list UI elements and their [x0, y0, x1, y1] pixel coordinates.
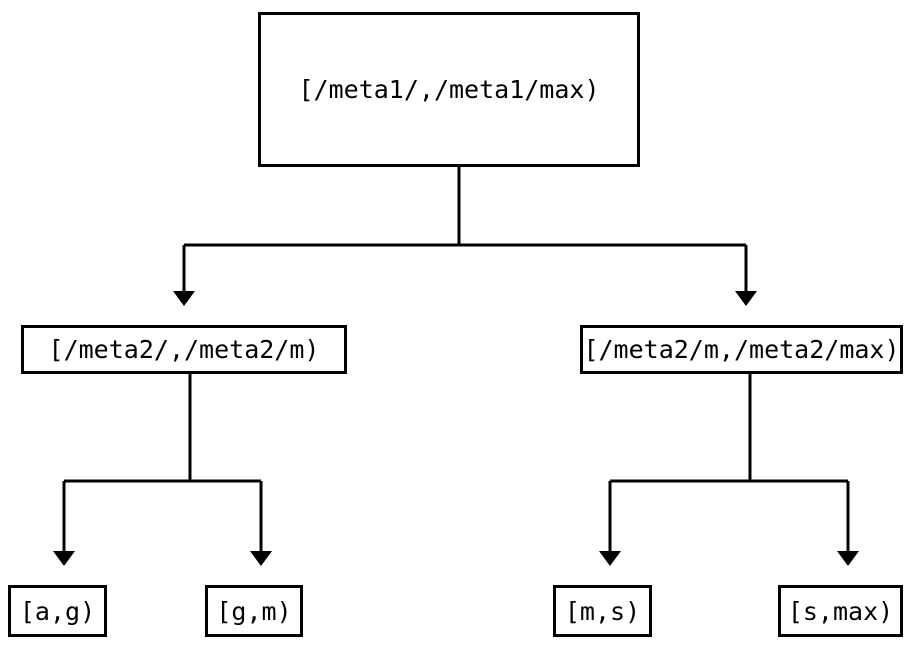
- arrow-head-leaf-g-m: [250, 551, 272, 566]
- edge-root-to-middle-row: [173, 167, 757, 306]
- tree-node-leaf-s-max[interactable]: [s,max): [778, 585, 903, 637]
- arrow-head-mid-right: [735, 291, 757, 306]
- arrow-head-leaf-m-s: [599, 551, 621, 566]
- edge-mid-right-to-leaves: [599, 374, 859, 566]
- tree-node-leaf-g-m[interactable]: [g,m): [205, 585, 303, 637]
- tree-node-root-label: [/meta1/,/meta1/max): [298, 75, 600, 104]
- tree-node-leaf-m-s[interactable]: [m,s): [553, 585, 652, 637]
- tree-node-mid-left[interactable]: [/meta2/,/meta2/m): [21, 325, 347, 374]
- tree-node-leaf-g-m-label: [g,m): [216, 596, 292, 626]
- tree-node-leaf-a-g-label: [a,g): [19, 596, 96, 626]
- tree-node-mid-right[interactable]: [/meta2/m,/meta2/max): [580, 325, 903, 374]
- tree-node-leaf-m-s-label: [m,s): [564, 596, 641, 626]
- edge-mid-left-to-leaves: [53, 374, 272, 566]
- tree-node-mid-right-label: [/meta2/m,/meta2/max): [583, 335, 900, 364]
- tree-node-leaf-a-g[interactable]: [a,g): [8, 585, 107, 637]
- tree-node-mid-left-label: [/meta2/,/meta2/m): [48, 335, 320, 364]
- arrow-head-mid-left: [173, 291, 195, 306]
- arrow-head-leaf-a-g: [53, 551, 75, 566]
- arrow-head-leaf-s-max: [837, 551, 859, 566]
- tree-node-root[interactable]: [/meta1/,/meta1/max): [258, 12, 640, 167]
- tree-node-leaf-s-max-label: [s,max): [787, 596, 894, 626]
